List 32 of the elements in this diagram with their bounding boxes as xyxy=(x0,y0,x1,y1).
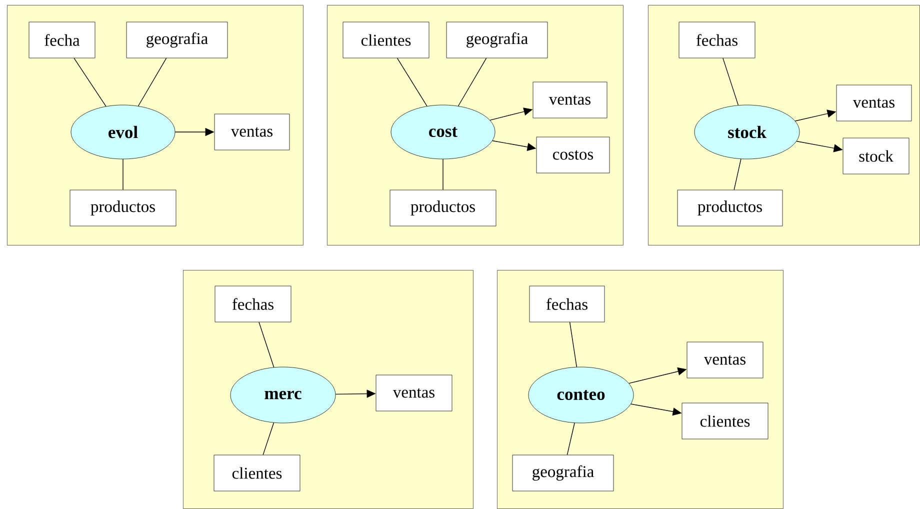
dimension-box: fechas xyxy=(529,286,605,322)
dimension-box: ventas xyxy=(686,342,764,378)
dimension-box: clientes xyxy=(682,402,768,440)
connector-line xyxy=(262,422,274,456)
connector-line xyxy=(442,158,444,190)
dimension-box: stock xyxy=(842,138,910,174)
connector-line xyxy=(122,158,124,190)
dimension-box: geografia xyxy=(512,454,614,492)
connector-line xyxy=(722,58,739,106)
connector-line xyxy=(458,58,487,106)
connector-line xyxy=(569,322,578,368)
dimension-box: clientes xyxy=(342,22,430,58)
dimension-box: geografia xyxy=(126,22,228,58)
connector-line xyxy=(566,422,575,456)
dimension-box: ventas xyxy=(376,374,452,412)
dimension-box: fecha xyxy=(28,22,96,58)
dimension-box: productos xyxy=(70,190,176,226)
dimension-box: productos xyxy=(677,190,783,226)
dimension-box: ventas xyxy=(532,82,608,118)
dimension-box: costos xyxy=(536,136,610,174)
dimension-box: ventas xyxy=(836,84,912,122)
connector-line xyxy=(396,58,428,106)
dimension-box: clientes xyxy=(214,454,300,492)
dimension-box: ventas xyxy=(214,114,290,150)
connector-line xyxy=(734,158,742,190)
connector-line xyxy=(138,58,167,106)
dimension-box: fechas xyxy=(214,286,292,322)
dimension-box: geografia xyxy=(446,22,548,58)
connector-line xyxy=(258,322,274,368)
dimension-box: fechas xyxy=(678,22,756,58)
dimension-box: productos xyxy=(390,190,496,226)
connector-line xyxy=(74,58,106,107)
